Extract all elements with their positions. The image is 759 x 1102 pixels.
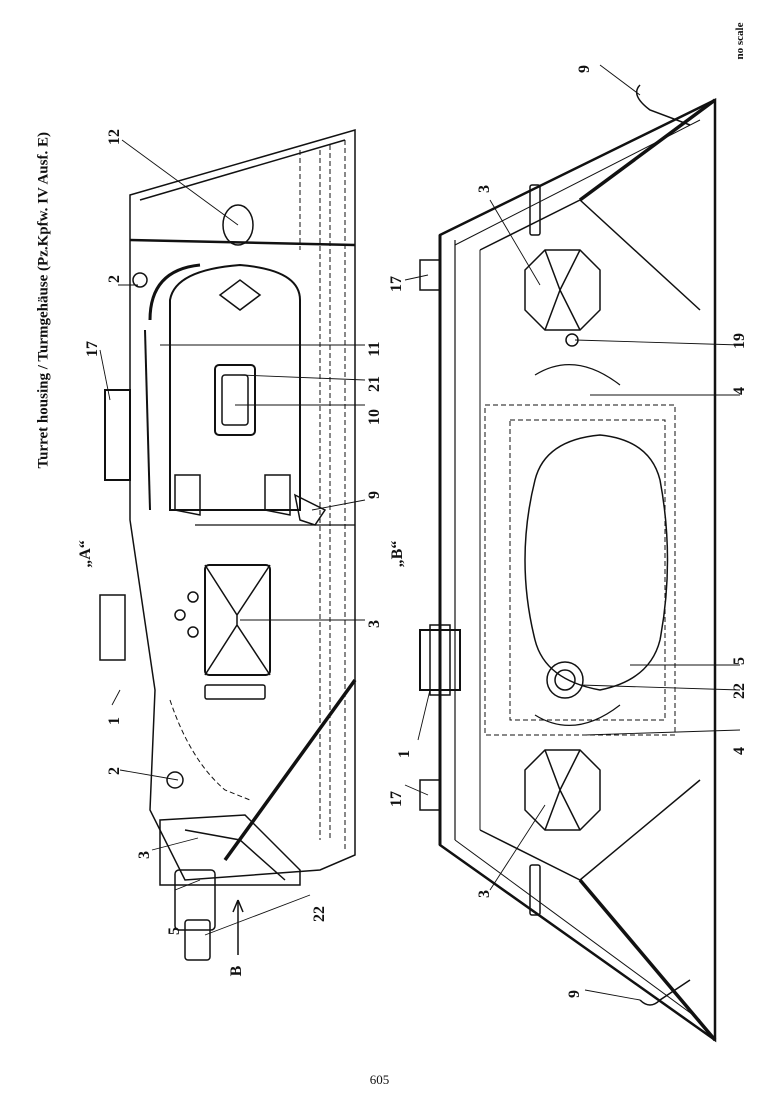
callout-b-3-bottom: 3 — [476, 890, 493, 898]
callout-b-1: 1 — [396, 750, 413, 758]
callout-b-4-bottom: 4 — [731, 747, 748, 755]
callout-b-9-top: 9 — [576, 65, 593, 73]
callout-b-4-top: 4 — [731, 387, 748, 395]
callout-b-19: 19 — [731, 333, 748, 349]
callout-b-17-bottom: 17 — [388, 791, 405, 807]
page-number: 605 — [369, 1072, 390, 1087]
callout-b-17-top: 17 — [388, 276, 405, 292]
callout-b-5: 5 — [731, 657, 748, 665]
callout-b-22: 22 — [731, 683, 748, 699]
callout-b-3-top: 3 — [476, 185, 493, 193]
callout-b-9-bottom: 9 — [566, 990, 583, 998]
